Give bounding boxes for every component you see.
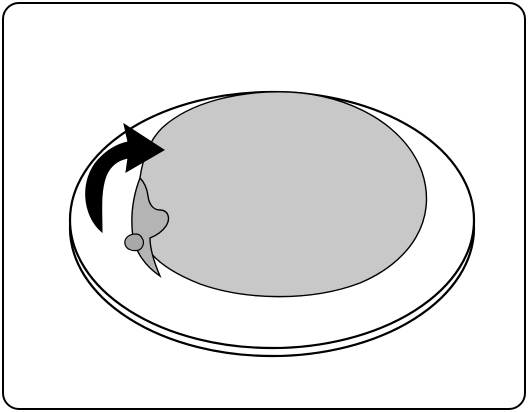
protective-film (125, 92, 427, 297)
pull-tab (125, 234, 144, 251)
film-surface (140, 92, 427, 297)
